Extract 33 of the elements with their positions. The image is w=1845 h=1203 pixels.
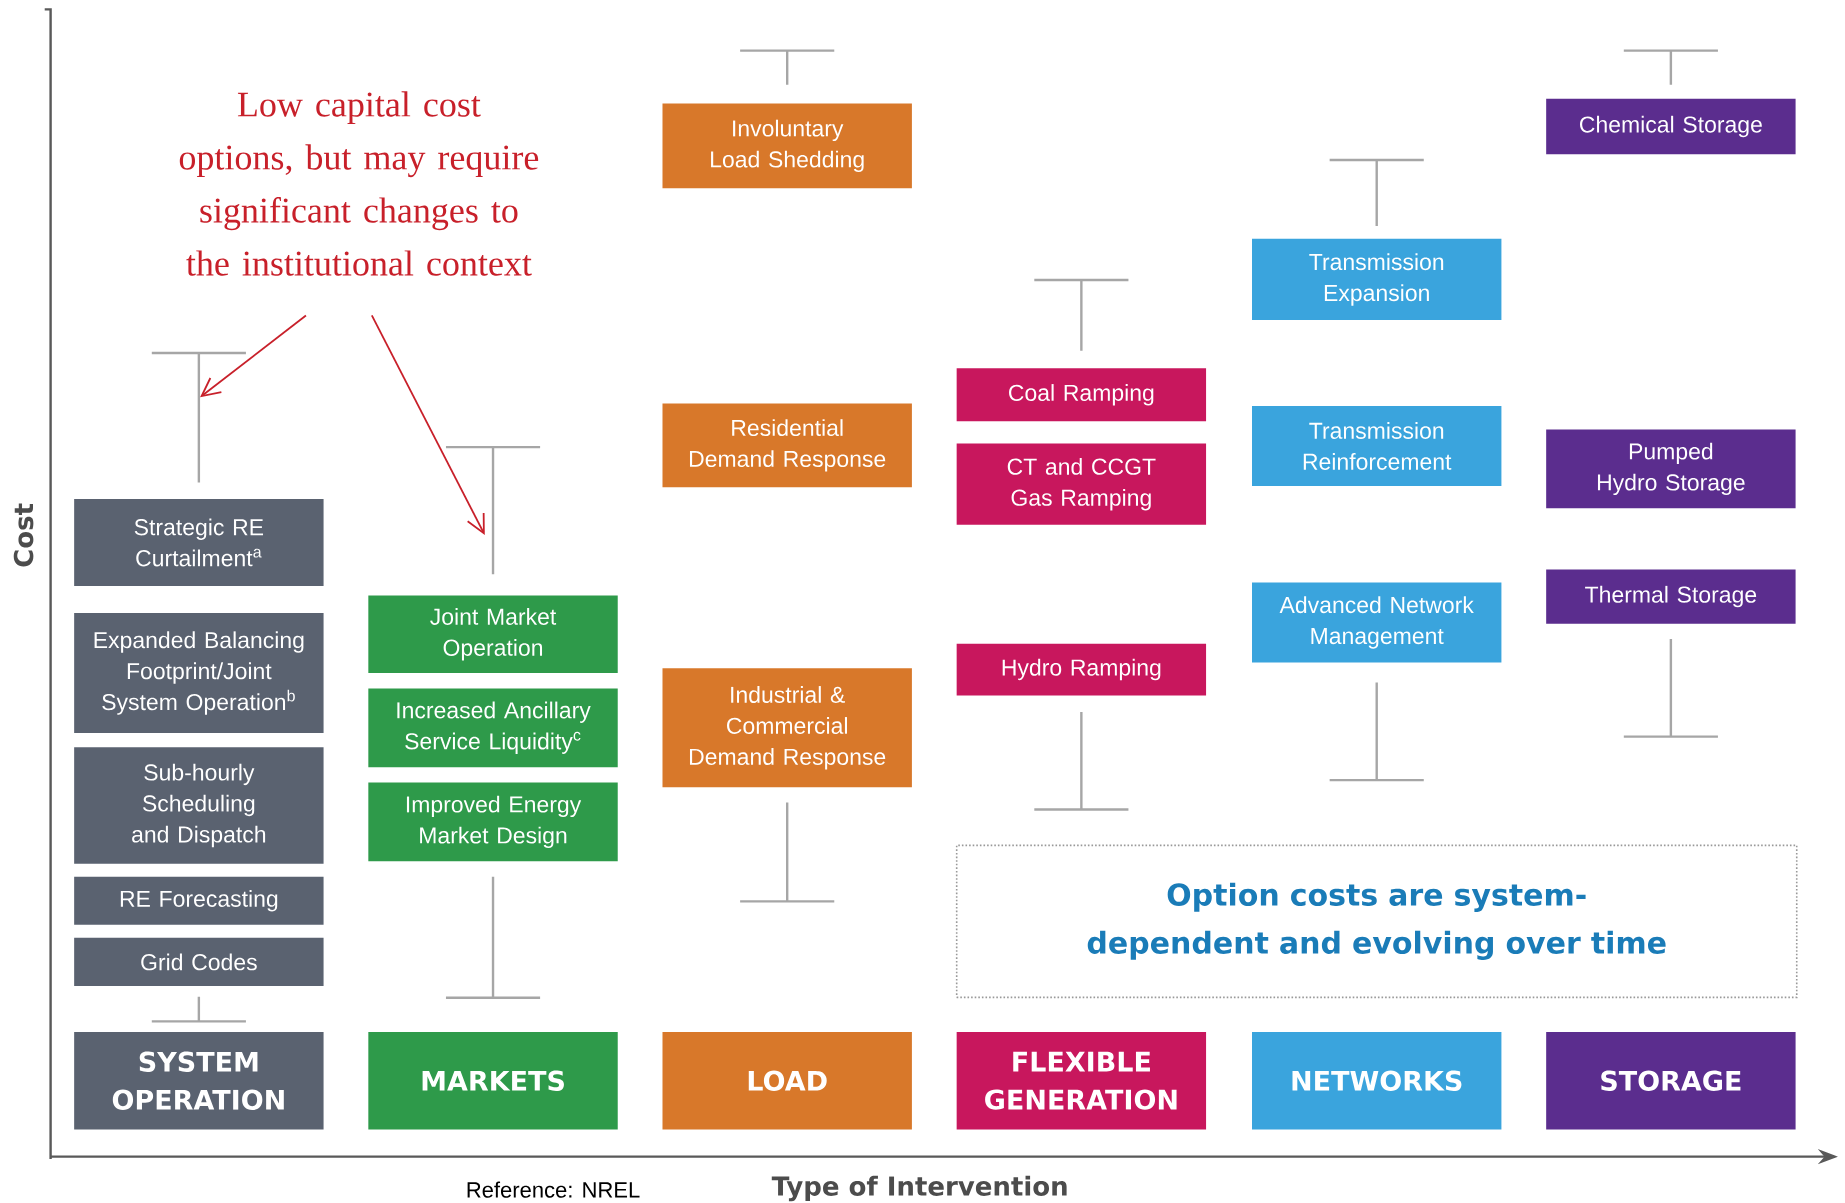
option-box: Expanded Balancing Footprint/Joint System Operation$^{b}$ bbox=[74, 613, 324, 734]
option-box: Increased Ancillary Service Liquidity$^{c}$ bbox=[368, 688, 618, 768]
note-box: Option costs are system-dependent and evolving over time bbox=[955, 844, 1798, 999]
option-box: Grid Codes bbox=[74, 938, 324, 987]
arrow bbox=[370, 314, 485, 536]
category-box: SYSTEM OPERATION bbox=[74, 1032, 324, 1130]
arrow bbox=[200, 314, 307, 398]
option-box: Joint Market Operation bbox=[368, 595, 618, 674]
option-box: Residential Demand Response bbox=[662, 403, 912, 488]
option-box: RE Forecasting bbox=[74, 876, 324, 926]
option-box: Improved Energy Market Design bbox=[368, 782, 618, 862]
category-box: LOAD bbox=[662, 1032, 912, 1130]
option-box: Thermal Storage bbox=[1546, 569, 1796, 624]
option-box: Pumped Hydro Storage bbox=[1546, 429, 1796, 509]
option-box: Strategic RE Curtailment$^{a}$ bbox=[74, 499, 324, 587]
option-box: Hydro Ramping bbox=[956, 643, 1207, 696]
option-box: Coal Ramping bbox=[956, 368, 1207, 422]
option-box: CT and CCGT Gas Ramping bbox=[956, 443, 1207, 525]
axis-label: Cost bbox=[13, 503, 34, 567]
option-box: Transmission Expansion bbox=[1252, 239, 1502, 321]
axis-label: Type of Intervention bbox=[771, 1175, 1067, 1202]
option-box: Advanced Network Management bbox=[1252, 582, 1502, 663]
option-box: Transmission Reinforcement bbox=[1252, 406, 1502, 487]
option-box: Sub-hourly Scheduling and Dispatch bbox=[74, 747, 324, 864]
option-box: Involuntary Load Shedding bbox=[662, 103, 912, 189]
category-box: NETWORKS bbox=[1252, 1032, 1502, 1130]
option-box: Chemical Storage bbox=[1546, 99, 1796, 155]
option-box: Industrial & Commercial Demand Response bbox=[662, 668, 912, 788]
callout-text: Low capital cost options, but may require significant changes to the institutional context bbox=[179, 91, 539, 276]
source-note: Reference: NREL bbox=[467, 1181, 640, 1198]
category-box: MARKETS bbox=[368, 1032, 618, 1130]
category-box: FLEXIBLE GENERATION bbox=[956, 1032, 1207, 1130]
category-box: STORAGE bbox=[1546, 1032, 1796, 1130]
